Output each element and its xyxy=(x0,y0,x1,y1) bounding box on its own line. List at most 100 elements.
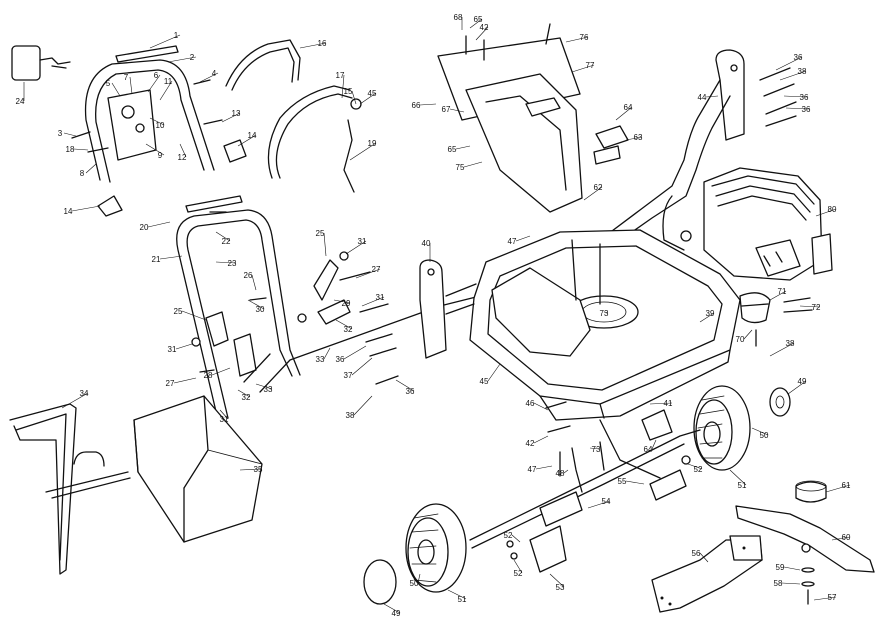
callout-number: 25 xyxy=(316,229,325,238)
callout-leader xyxy=(175,343,193,350)
callout-number: 3 xyxy=(58,129,63,138)
callout-number: 24 xyxy=(16,97,25,106)
callout-leader xyxy=(199,72,219,83)
callout-number: 57 xyxy=(828,593,837,602)
callout-number: 32 xyxy=(242,393,251,402)
callout-leader xyxy=(211,367,231,376)
callout-leader xyxy=(239,468,263,471)
rear-wheel xyxy=(693,385,751,471)
blade xyxy=(735,505,875,573)
callout-leader xyxy=(533,402,549,411)
upper-handle xyxy=(84,45,215,183)
callout-leader xyxy=(147,74,161,93)
callout-number: 14 xyxy=(248,131,257,140)
rear-hubcap xyxy=(769,387,791,417)
callout-leader xyxy=(475,26,489,41)
callout-number: 13 xyxy=(232,109,241,118)
callout-leader xyxy=(625,136,643,141)
callout-number: 70 xyxy=(736,335,745,344)
callout-number: 9 xyxy=(158,151,163,160)
callout-number: 36 xyxy=(336,355,345,364)
callout-number: 15 xyxy=(344,87,353,96)
callout-number: 14 xyxy=(64,207,73,216)
callout-number: 37 xyxy=(344,371,353,380)
callout-number: 58 xyxy=(774,579,783,588)
callout-number: 40 xyxy=(422,239,431,248)
callout-leader xyxy=(587,500,611,509)
callout-leader xyxy=(565,36,589,43)
callout-leader xyxy=(147,221,171,228)
callout-leader xyxy=(705,95,719,98)
callout-number: 2 xyxy=(190,53,195,62)
callout-leader xyxy=(323,232,327,257)
callout-number: 16 xyxy=(318,39,327,48)
callout-number: 62 xyxy=(594,183,603,192)
callout-number: 19 xyxy=(368,139,377,148)
callout-leader xyxy=(247,299,265,310)
callout-number: 31 xyxy=(376,293,385,302)
callout-number: 64 xyxy=(624,103,633,112)
callout-leader xyxy=(149,34,181,49)
key-part xyxy=(11,45,71,81)
callout-leader xyxy=(651,439,657,450)
callout-leader xyxy=(455,145,471,150)
callout-leader xyxy=(687,463,703,470)
callout-leader xyxy=(589,447,601,450)
callout-leader xyxy=(61,392,89,409)
callout-number: 8 xyxy=(80,169,85,178)
callout-number: 36 xyxy=(802,105,811,114)
callout-leader xyxy=(383,603,401,614)
callout-number: 47 xyxy=(508,237,517,246)
callout-number: 65 xyxy=(474,15,483,24)
small-hardware-upper xyxy=(71,79,247,217)
callout-number: 29 xyxy=(342,299,351,308)
callout-leader xyxy=(159,255,183,260)
grass-bag xyxy=(133,395,263,543)
callout-number: 52 xyxy=(514,569,523,578)
callout-number: 52 xyxy=(504,531,513,540)
callout-number: 30 xyxy=(256,305,265,314)
callout-number: 22 xyxy=(222,237,231,246)
callout-leader xyxy=(323,347,331,360)
callout-leader xyxy=(417,573,421,584)
callout-leader xyxy=(255,383,273,390)
callout-number: 49 xyxy=(392,609,401,618)
callout-leader xyxy=(831,536,851,541)
handle-bolts xyxy=(339,271,399,385)
front-axle xyxy=(469,409,701,573)
callout-number: 12 xyxy=(178,153,187,162)
callout-number: 53 xyxy=(556,583,565,592)
callout-number: 75 xyxy=(456,163,465,172)
callout-leader xyxy=(447,589,467,600)
callout-number: 52 xyxy=(694,465,703,474)
callout-leader xyxy=(173,377,197,384)
callout-leader xyxy=(787,380,807,395)
callout-leader xyxy=(515,235,531,242)
callout-leader xyxy=(783,95,809,98)
callout-number: 72 xyxy=(812,303,821,312)
callout-leader xyxy=(825,484,851,493)
callout-number: 36 xyxy=(406,387,415,396)
callout-number: 48 xyxy=(556,469,565,478)
callout-number: 38 xyxy=(786,339,795,348)
callout-leader xyxy=(237,134,257,147)
callout-number: 21 xyxy=(152,255,161,264)
callout-leader xyxy=(815,208,837,217)
callout-leader xyxy=(583,186,603,201)
callout-number: 65 xyxy=(448,145,457,154)
callout-number: 36 xyxy=(794,53,803,62)
callout-number: 1 xyxy=(174,31,179,40)
callout-number: 4 xyxy=(212,69,217,78)
callout-number: 50 xyxy=(410,579,419,588)
callout-leader xyxy=(563,469,569,474)
callout-number: 32 xyxy=(344,325,353,334)
callout-number: 27 xyxy=(372,265,381,274)
callout-leader xyxy=(129,76,133,95)
grass-bag-frame xyxy=(9,403,131,575)
callout-number: 51 xyxy=(458,595,467,604)
callout-number: 28 xyxy=(204,371,213,380)
callout-leader xyxy=(345,240,367,255)
callout-number: 77 xyxy=(586,61,595,70)
callout-number: 5 xyxy=(106,79,111,88)
callout-leader xyxy=(341,74,345,99)
